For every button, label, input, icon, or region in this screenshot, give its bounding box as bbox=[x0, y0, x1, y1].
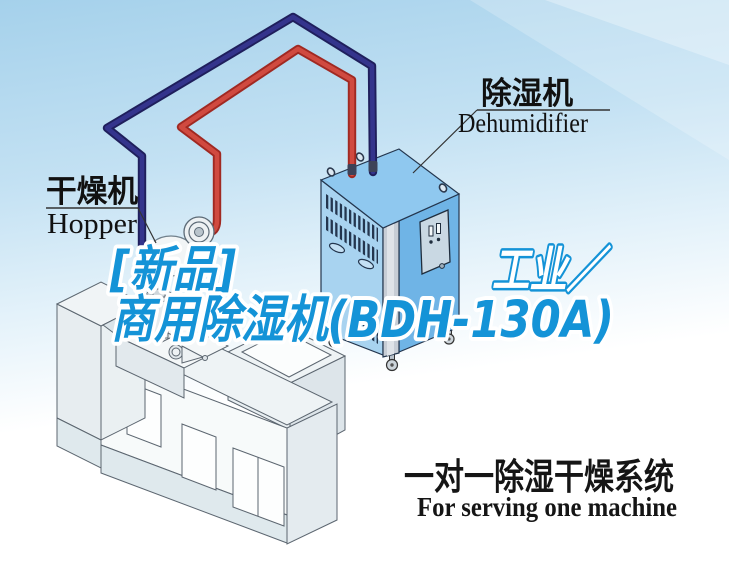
panel-knob[interactable] bbox=[439, 263, 445, 269]
hopper-label-pointer bbox=[137, 207, 157, 244]
extruder-body-right bbox=[286, 403, 338, 545]
panel-button[interactable] bbox=[436, 237, 441, 242]
promo-line1-left: [新品] bbox=[109, 241, 236, 298]
promo-overlay: [新品] 工业／ 商用除湿机(BDH-130A) bbox=[105, 237, 618, 354]
return-air-pipe bbox=[104, 14, 376, 255]
hopper-label: 干燥机 Hopper bbox=[46, 174, 157, 244]
extruder-tower-left bbox=[56, 303, 102, 441]
hopper-label-en: Hopper bbox=[47, 209, 138, 240]
pipe-collar bbox=[347, 164, 357, 175]
caster-hub bbox=[390, 363, 394, 367]
caption-en: For serving one machine bbox=[417, 492, 677, 522]
dehumidifier-label-pointer bbox=[412, 109, 478, 174]
hopper-assembly bbox=[145, 216, 215, 277]
dehumidifier-pillar-highlight bbox=[387, 223, 394, 356]
hopper-connector-hub bbox=[194, 227, 204, 237]
caster-hub bbox=[332, 340, 336, 344]
pipe-collar bbox=[368, 161, 378, 172]
extruder-window bbox=[181, 423, 217, 491]
oval-louver bbox=[357, 258, 375, 270]
eyebolt bbox=[355, 152, 365, 162]
cloud-streak bbox=[470, 0, 729, 160]
dehumidifier-label-en: Dehumidifier bbox=[458, 108, 588, 138]
nozzle-ring-inner bbox=[171, 347, 181, 357]
feed-knob bbox=[166, 291, 172, 297]
feed-cap bbox=[152, 288, 166, 298]
caption: 一对一除湿干燥系统 For serving one machine bbox=[404, 456, 677, 522]
vent-band bbox=[326, 216, 378, 264]
promo-line2: 商用除湿机(BDH-130A) bbox=[111, 291, 614, 350]
extruder-tower-base-band bbox=[56, 417, 102, 469]
vent-band bbox=[326, 194, 378, 242]
feed-knob bbox=[146, 291, 152, 297]
caption-zh: 一对一除湿干燥系统 bbox=[404, 456, 674, 497]
extruder-deck-front bbox=[115, 335, 185, 399]
panel-display[interactable] bbox=[428, 225, 434, 237]
caster-hub bbox=[447, 337, 451, 341]
extruder-rear-box-top-inset bbox=[240, 330, 333, 378]
dehumidifier-label: 除湿机 Dehumidifier bbox=[412, 76, 610, 174]
panel-display[interactable] bbox=[436, 223, 441, 234]
control-panel bbox=[419, 209, 451, 275]
eyebolt bbox=[326, 167, 336, 177]
extruder-machine bbox=[55, 281, 347, 545]
promo-line1-right: 工业／ bbox=[492, 242, 612, 299]
vent-band-lower bbox=[351, 315, 378, 344]
eyebolt bbox=[438, 183, 448, 193]
nozzle-cone bbox=[181, 345, 205, 364]
panel-button[interactable] bbox=[429, 240, 433, 244]
oval-louver bbox=[328, 242, 346, 254]
hopper-label-zh: 干燥机 bbox=[46, 174, 138, 209]
dehumidifier-label-zh: 除湿机 bbox=[481, 76, 573, 111]
cloud-streak bbox=[545, 0, 729, 65]
nozzle-tip bbox=[202, 355, 208, 361]
